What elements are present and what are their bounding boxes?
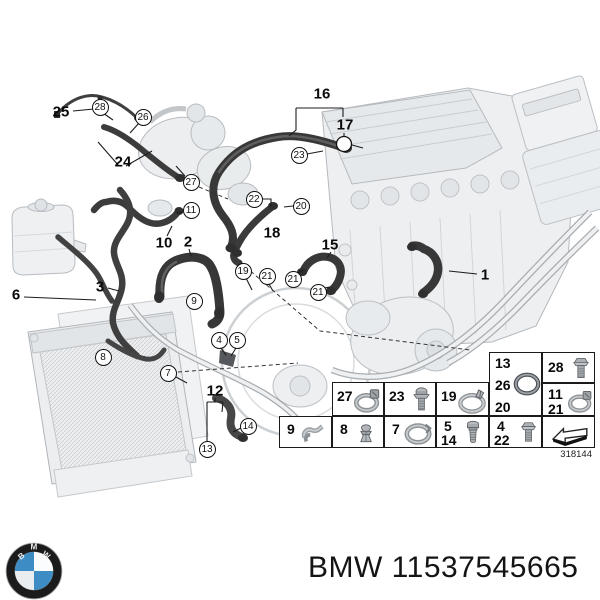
part-label-24[interactable]: 24	[114, 153, 132, 171]
cell-23[interactable]: 23	[384, 382, 436, 416]
callout-circle-23[interactable]: 23	[290, 146, 308, 164]
coolant-pipes-ghost	[127, 209, 600, 431]
ear-clamp-icon	[458, 389, 486, 414]
rivet-icon	[360, 424, 372, 443]
clip-icon	[301, 424, 324, 443]
callout-circle-14[interactable]: 14	[239, 417, 257, 435]
cell-27[interactable]: 27	[332, 382, 384, 416]
hose-clamp-icon	[353, 389, 380, 413]
hose-clamp-icon	[567, 391, 592, 413]
hose-18	[230, 203, 276, 267]
ring-clamp-icon	[404, 423, 432, 445]
cell-7[interactable]: 7	[384, 416, 436, 448]
cell-number: 4	[497, 418, 505, 434]
part-label-12[interactable]: 12	[206, 382, 224, 400]
callout-circle-21[interactable]: 21	[309, 283, 327, 301]
cell-number: 19	[441, 388, 457, 404]
cell-28[interactable]: 28	[542, 352, 595, 383]
cell-9[interactable]: 9	[279, 416, 332, 448]
cell-number: 11	[548, 386, 563, 402]
cell-19[interactable]: 19	[436, 382, 489, 416]
brand-text: BMW	[308, 551, 383, 584]
screw-icon	[467, 420, 479, 443]
callout-circle-5[interactable]: 5	[228, 331, 246, 349]
cell-number: 28	[548, 359, 564, 375]
cell-number: 23	[389, 388, 405, 404]
bolt-icon	[413, 387, 430, 411]
callout-circle-22[interactable]: 22	[245, 190, 263, 208]
cell-number: 21	[548, 401, 564, 417]
part-label-25[interactable]: 25	[52, 103, 70, 121]
cell-8[interactable]: 8	[332, 416, 384, 448]
thermostat-part-12	[212, 394, 246, 441]
flange-bolt-icon	[573, 358, 589, 378]
part-number-text: 11537545665	[391, 551, 579, 584]
radiator-ghost	[27, 295, 209, 498]
leader-lines	[23, 107, 478, 441]
hose-radiator-small	[105, 338, 167, 362]
cell-number: 27	[337, 388, 353, 404]
cell-number: 14	[441, 432, 457, 448]
hose-6	[55, 234, 115, 304]
hose-24	[101, 124, 181, 180]
part-label-16[interactable]: 16	[313, 85, 331, 103]
svg-text:W: W	[40, 549, 52, 561]
cell-number: 9	[287, 421, 295, 437]
svg-text:B: B	[16, 551, 26, 562]
diagram-artwork	[11, 75, 600, 498]
callout-circle-21[interactable]: 21	[284, 270, 302, 288]
coolant-pump-ghost	[272, 296, 458, 408]
part-label-6[interactable]: 6	[11, 286, 21, 304]
callout-circle-19[interactable]: 19	[234, 262, 252, 280]
cell-number: 8	[340, 421, 348, 437]
cell-number: 13	[495, 355, 511, 371]
cell-number: 5	[444, 418, 452, 434]
cell-number: 20	[495, 399, 511, 415]
callout-circle-26[interactable]: 26	[134, 108, 152, 126]
part-label-18[interactable]: 18	[263, 224, 281, 242]
flange-bolt-icon	[520, 422, 537, 442]
heater-unit-ghost	[511, 75, 600, 225]
part-label-17[interactable]: 17	[336, 116, 354, 134]
expansion-tank-ghost	[11, 198, 87, 276]
callout-circle-28[interactable]: 28	[91, 98, 109, 116]
part-number-caption: BMW 11537545665	[308, 551, 578, 585]
part-label-3[interactable]: 3	[95, 278, 105, 296]
callout-circle-7[interactable]: 7	[159, 364, 177, 382]
engine-block-ghost	[321, 87, 577, 349]
bmw-logo-icon: B M W	[5, 543, 63, 600]
callout-circle-11[interactable]: 11	[182, 201, 200, 219]
hoses	[54, 94, 443, 441]
o-ring-icon	[513, 372, 541, 396]
callout-circle-8[interactable]: 8	[94, 348, 112, 366]
callout-circle-21[interactable]: 21	[258, 267, 276, 285]
hose-3-6-network	[109, 186, 141, 360]
callout-circle-9[interactable]: 9	[185, 292, 203, 310]
callout-circle-20[interactable]: 20	[292, 197, 310, 215]
part-label-15[interactable]: 15	[321, 236, 339, 254]
part-label-10[interactable]: 10	[155, 234, 173, 252]
hose-15	[299, 252, 345, 295]
hose-1	[407, 241, 443, 298]
cell-number: 22	[494, 432, 510, 448]
callout-circle-27[interactable]: 27	[182, 173, 200, 191]
drawing-number: 318144	[560, 449, 592, 460]
cell-number: 7	[392, 421, 400, 437]
part-label-1[interactable]: 1	[480, 266, 490, 284]
cell-number: 26	[495, 377, 511, 393]
svg-text:M: M	[31, 543, 38, 552]
item-17-position-circle	[335, 135, 353, 153]
direction-arrow-icon	[551, 426, 588, 446]
cell-arrow[interactable]	[542, 416, 595, 448]
cell-13-26-20[interactable]: 13 26 20	[489, 352, 542, 416]
part-label-2[interactable]: 2	[183, 233, 193, 251]
callout-circle-13[interactable]: 13	[198, 440, 216, 458]
callout-circle-4[interactable]: 4	[210, 331, 228, 349]
dashed-lines	[177, 186, 471, 373]
